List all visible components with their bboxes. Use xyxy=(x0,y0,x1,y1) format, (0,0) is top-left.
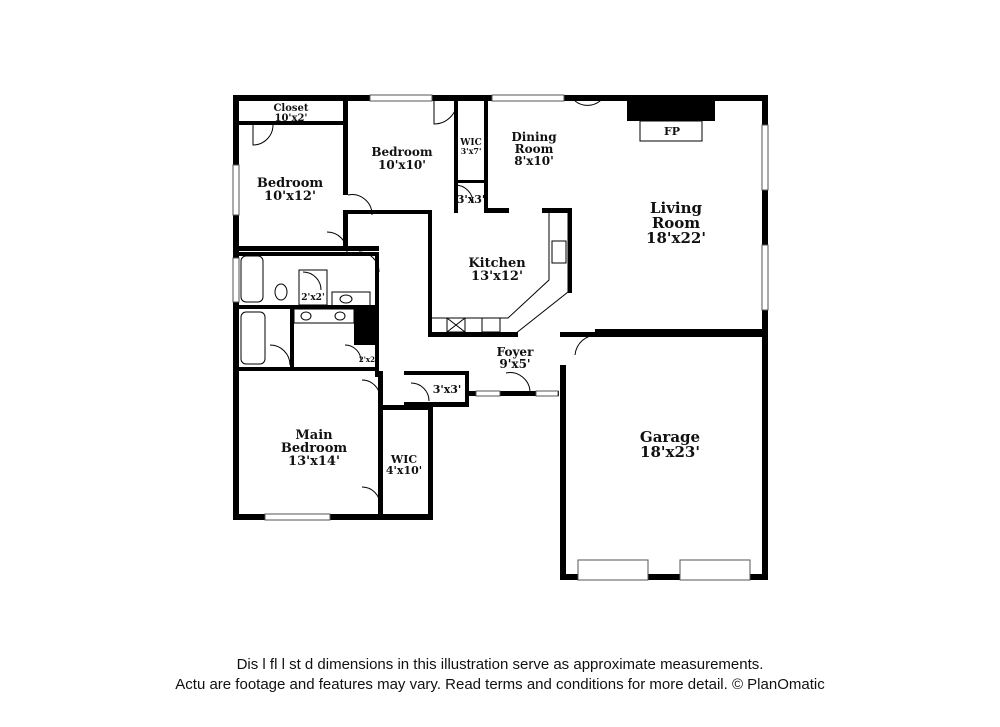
closet-label: Closet xyxy=(273,103,308,114)
bedroom-left-label: Bedroom xyxy=(257,176,324,191)
wic-small-dim: 3'x7' xyxy=(461,146,482,156)
linen-closet xyxy=(298,269,328,306)
bathtub xyxy=(240,255,264,303)
kitchen-counter xyxy=(432,212,569,335)
disclaimer-line-1: Dis l fl l st d dimensions in this illus… xyxy=(236,656,764,673)
bedroom-mid-label: Bedroom xyxy=(371,145,432,159)
sink xyxy=(334,311,346,321)
kitchen-dim: 13'x12' xyxy=(471,269,523,284)
main-bedroom-label-2: Bedroom xyxy=(281,441,348,456)
kitchen-sink xyxy=(551,240,567,264)
main-bedroom-dim: 13'x14' xyxy=(288,454,340,469)
dishwasher xyxy=(446,317,466,333)
vanity xyxy=(331,291,371,307)
closet-3x3-top-dim: 3'x3' xyxy=(457,193,486,206)
linen-a-dim: 2'x2' xyxy=(301,293,324,303)
wic-small-label: WIC xyxy=(459,138,481,148)
wic-main-dim: 4'x10' xyxy=(386,464,422,477)
toilet xyxy=(274,283,288,301)
wic-main-label: WIC xyxy=(390,453,417,466)
dining-dim: 8'x10' xyxy=(514,154,554,168)
foyer-label: Foyer xyxy=(497,345,534,359)
walls xyxy=(233,95,768,580)
linen-b-dim: 2'x2' xyxy=(359,355,377,364)
living-label-1: Living xyxy=(650,199,703,217)
dining-label-2: Room xyxy=(515,142,554,156)
living-dim: 18'x22' xyxy=(646,229,706,247)
bedroom-left-dim: 10'x12' xyxy=(264,189,316,204)
fixtures xyxy=(240,212,569,365)
sink xyxy=(339,294,353,304)
bedroom-mid-dim: 10'x10' xyxy=(378,158,426,172)
sink xyxy=(300,311,312,321)
vanity xyxy=(293,308,355,324)
door-swings xyxy=(252,95,601,506)
room-labels: Closet 10'x2' Bedroom 10'x12' Bedroom 10… xyxy=(257,103,706,477)
bathtub xyxy=(240,311,266,365)
closet-dim: 10'x2' xyxy=(275,113,308,124)
garage-label: Garage xyxy=(640,428,700,446)
foyer-dim: 9'x5' xyxy=(499,357,530,371)
closet-3x3-foyer-dim: 3'x3' xyxy=(433,383,462,396)
kitchen-label: Kitchen xyxy=(468,256,526,271)
fireplace-hearth xyxy=(639,120,703,142)
windows xyxy=(232,94,769,581)
disclaimer-line-2: Actu are footage and features may vary. … xyxy=(175,676,825,693)
main-bedroom-label-1: Main xyxy=(295,428,333,443)
fireplace-label: FP xyxy=(664,125,680,138)
dining-label-1: Dining xyxy=(511,130,557,144)
garage-dim: 18'x23' xyxy=(640,443,700,461)
range xyxy=(481,317,501,333)
living-label-2: Room xyxy=(652,214,700,232)
